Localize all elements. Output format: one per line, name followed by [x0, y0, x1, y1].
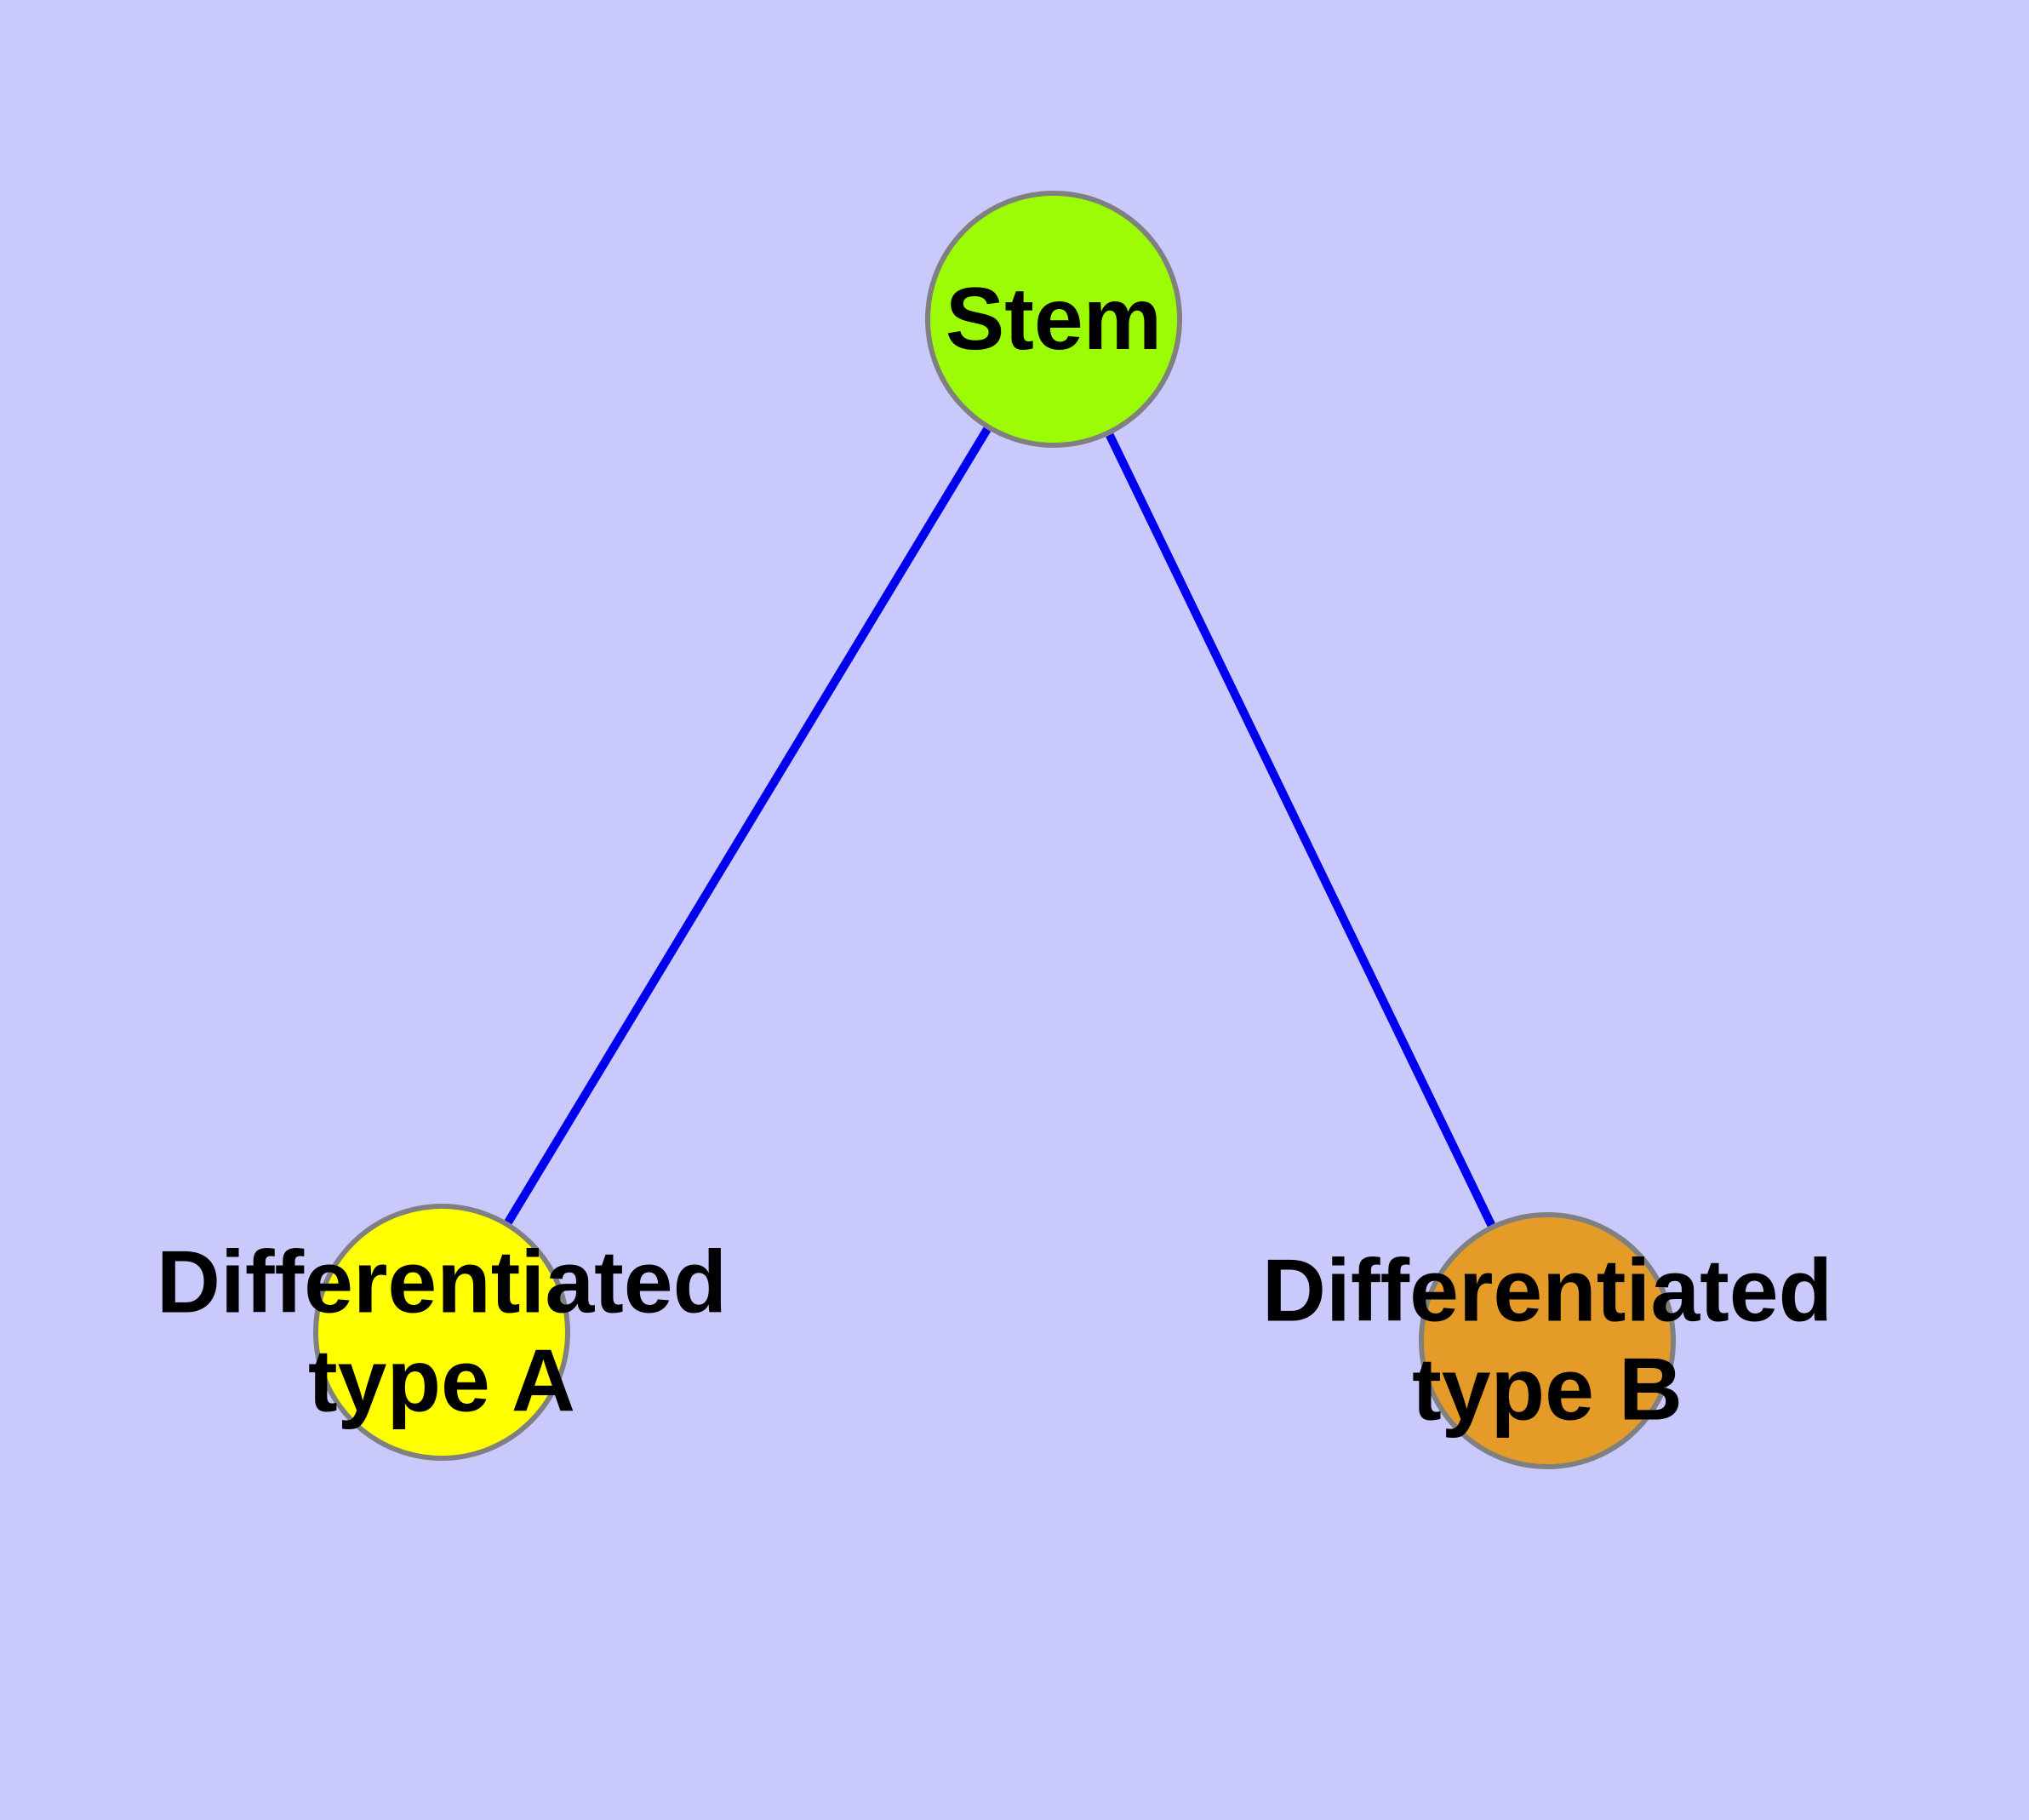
edge-stem-to-differentiated-type-b[interactable] — [1106, 432, 1495, 1228]
node-differentiated-type-b[interactable] — [1419, 1212, 1676, 1469]
edge-stem-to-differentiated-type-a[interactable] — [504, 426, 992, 1225]
node-differentiated-type-a[interactable] — [313, 1204, 570, 1461]
node-stem[interactable] — [925, 191, 1182, 448]
edge-layer — [504, 426, 1495, 1228]
node-layer — [313, 191, 1676, 1469]
